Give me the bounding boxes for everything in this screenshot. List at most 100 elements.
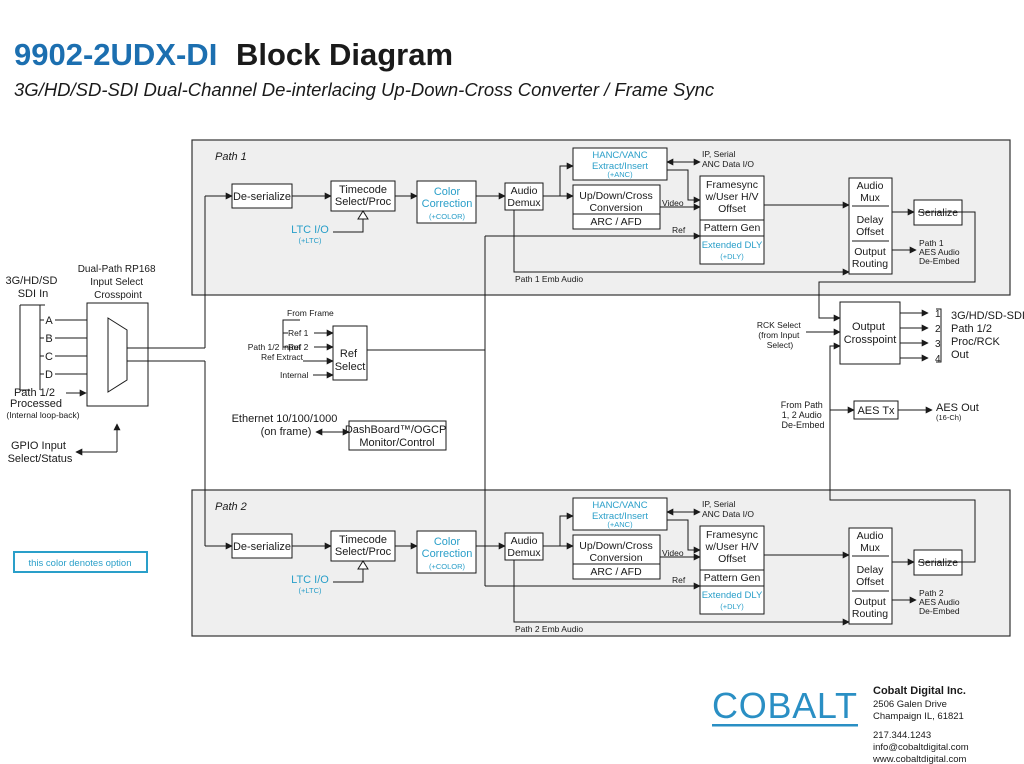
path2-video-label: Video — [662, 548, 684, 558]
cobalt-logo: COBALT — [712, 685, 858, 726]
path2-color-box — [416, 530, 477, 574]
page-title: 9902-2UDX-DI Block Diagram — [14, 37, 453, 72]
path1-serialize-text: Serialize — [918, 207, 958, 219]
path2-ext-opt: (+DLY) — [720, 602, 744, 611]
output-crosspoint-box — [839, 301, 901, 365]
path1-deserialize-text: De-serialize — [233, 191, 291, 203]
path2-arc-text: ARC / AFD — [590, 566, 642, 578]
path2-color-opt: (+COLOR) — [429, 562, 466, 571]
path2-demux-box — [504, 532, 544, 561]
path1-video-label: Video — [662, 198, 684, 208]
title-rest: Block Diagram — [236, 37, 453, 72]
path2-label: Path 2 — [215, 501, 247, 513]
option-legend-box — [13, 551, 148, 573]
input-letter-d: D — [45, 369, 53, 381]
path1-color-opt: (+COLOR) — [429, 212, 466, 221]
crosspoint-label: Dual-Path RP168 Input Select Crosspoint — [78, 264, 159, 301]
from-frame-label: From Frame — [287, 308, 334, 318]
path1-hanc-box — [572, 147, 668, 181]
company-city: Champaign IL, 61821 — [873, 711, 964, 722]
output-crosspoint-text: Output Crosspoint — [844, 321, 897, 346]
path2-timecode-box — [330, 530, 396, 562]
company-street: 2506 Galen Drive — [873, 699, 947, 710]
dashboard-text: DashBoard™/OGCP Monitor/Control — [345, 424, 449, 449]
gpio-label: GPIO Input Select/Status — [8, 440, 73, 465]
company-phone: 217.344.1243 — [873, 730, 931, 741]
path1-pattern-text: Pattern Gen — [704, 222, 761, 234]
sdi-in-label: 3G/HD/SD SDI In — [5, 275, 60, 300]
output-num-3: 3 — [935, 339, 941, 350]
ref-select-text: Ref Select — [335, 348, 366, 373]
aes-out-label: AES Out — [936, 402, 979, 414]
dashboard-box — [348, 420, 447, 451]
ref2-label: Ref 2 — [288, 342, 309, 352]
path1-ext-text: Extended DLY — [702, 240, 763, 251]
path2-deserialize-text: De-serialize — [233, 541, 291, 553]
path2-ltc-text: LTC I/O — [291, 574, 329, 586]
output-num-4: 4 — [935, 354, 941, 365]
path2-ext-text: Extended DLY — [702, 590, 763, 601]
input-letter-b: B — [45, 333, 52, 345]
ethernet-label: Ethernet 10/100/1000 (on frame) — [232, 413, 341, 438]
path2-emb-label: Path 2 Emb Audio — [515, 624, 583, 634]
internal-label: Internal — [280, 370, 308, 380]
path1-color-box — [416, 180, 477, 224]
output-num-2: 2 — [935, 324, 941, 335]
path1-udc-box — [572, 184, 661, 230]
aes-ch-label: (16-Ch) — [936, 413, 962, 422]
processed-label: Path 1/2 Processed — [10, 387, 62, 410]
aes-tx-text: AES Tx — [857, 405, 895, 417]
path2-mux-box — [848, 527, 893, 625]
path1-label: Path 1 — [215, 151, 247, 163]
path2-hanc-opt: (+ANC) — [607, 520, 633, 529]
path1-hanc-opt: (+ANC) — [607, 170, 633, 179]
rck-select-label: RCK Select (from Input Select) — [757, 320, 803, 350]
from-path-deembed-label: From Path 1, 2 Audio De-Embed — [781, 400, 826, 430]
path2-ref-label: Ref — [672, 575, 686, 585]
option-legend-text: this color denotes option — [29, 558, 132, 569]
path1-emb-label: Path 1 Emb Audio — [515, 274, 583, 284]
path1-demux-box — [504, 182, 544, 211]
page-subtitle: 3G/HD/SD-SDI Dual-Channel De-interlacing… — [14, 79, 715, 100]
company-email: info@cobaltdigital.com — [873, 742, 969, 753]
path1-ltc-text: LTC I/O — [291, 224, 329, 236]
path-ref-extract-label: Path 1/2 Input Ref Extract — [248, 342, 304, 362]
input-crosspoint-mux — [107, 317, 128, 393]
path1-arc-text: ARC / AFD — [590, 216, 642, 228]
logo-underline — [712, 724, 858, 727]
input-letter-a: A — [45, 315, 53, 327]
path2-ltc-opt: (+LTC) — [299, 586, 322, 595]
input-letter-c: C — [45, 351, 53, 363]
title-model: 9902-2UDX-DI — [14, 37, 217, 72]
company-name: Cobalt Digital Inc. — [873, 685, 966, 697]
path2-pattern-text: Pattern Gen — [704, 572, 761, 584]
ref1-label: Ref 1 — [288, 328, 309, 338]
path1-ref-label: Ref — [672, 225, 686, 235]
path2-serialize-text: Serialize — [918, 557, 958, 569]
path1-ltc-opt: (+LTC) — [299, 236, 322, 245]
output-num-1: 1 — [935, 309, 941, 320]
path2-deserialize-box — [231, 533, 293, 559]
loopback-label: (Internal loop-back) — [6, 410, 79, 420]
